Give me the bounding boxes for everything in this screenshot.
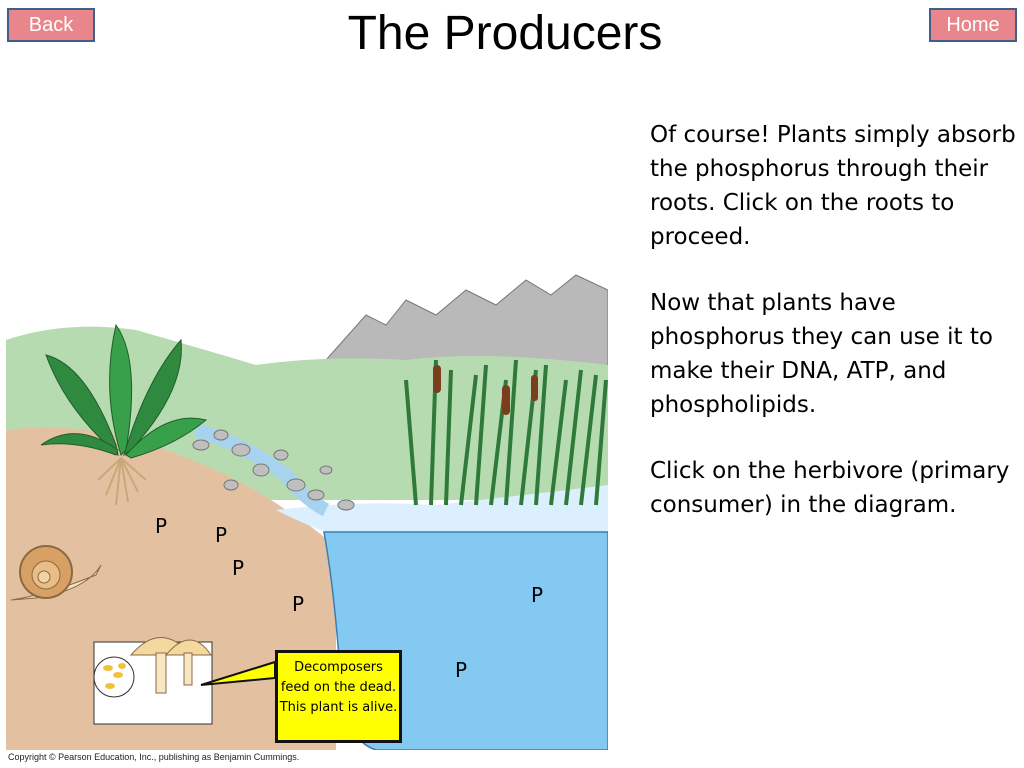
- phosphorus-label-5: P: [531, 583, 544, 607]
- decomposers-box[interactable]: [93, 637, 213, 725]
- phosphorus-label-3: P: [232, 556, 245, 580]
- decomposers-callout: Decomposers feed on the dead. This plant…: [275, 650, 402, 743]
- phosphorus-label-2: P: [215, 523, 228, 547]
- ecosystem-diagram: [6, 270, 608, 750]
- leafy-plant[interactable]: [40, 323, 208, 459]
- page-title: The Producers: [347, 7, 663, 60]
- snail[interactable]: [10, 545, 102, 601]
- copyright-text: Copyright © Pearson Education, Inc., pub…: [8, 752, 300, 762]
- phosphorus-label-4: P: [292, 592, 305, 616]
- plant-roots[interactable]: [97, 457, 147, 506]
- paragraph-plants-use: Now that plants have phosphorus they can…: [650, 290, 993, 418]
- back-button[interactable]: Back: [7, 8, 95, 42]
- paragraph-click-herbivore: Click on the herbivore (primary consumer…: [650, 458, 1010, 518]
- home-button[interactable]: Home: [929, 8, 1017, 42]
- shoreline: [276, 485, 608, 532]
- phosphorus-label-6: P: [455, 658, 468, 682]
- mountains: [325, 274, 608, 381]
- phosphorus-label-1: P: [155, 514, 168, 538]
- paragraph-plants-absorb: Of course! Plants simply absorb the phos…: [650, 122, 1016, 250]
- instruction-text: Of course! Plants simply absorb the phos…: [650, 118, 1018, 554]
- rocks: [192, 429, 355, 511]
- cattail-heads: [433, 365, 538, 415]
